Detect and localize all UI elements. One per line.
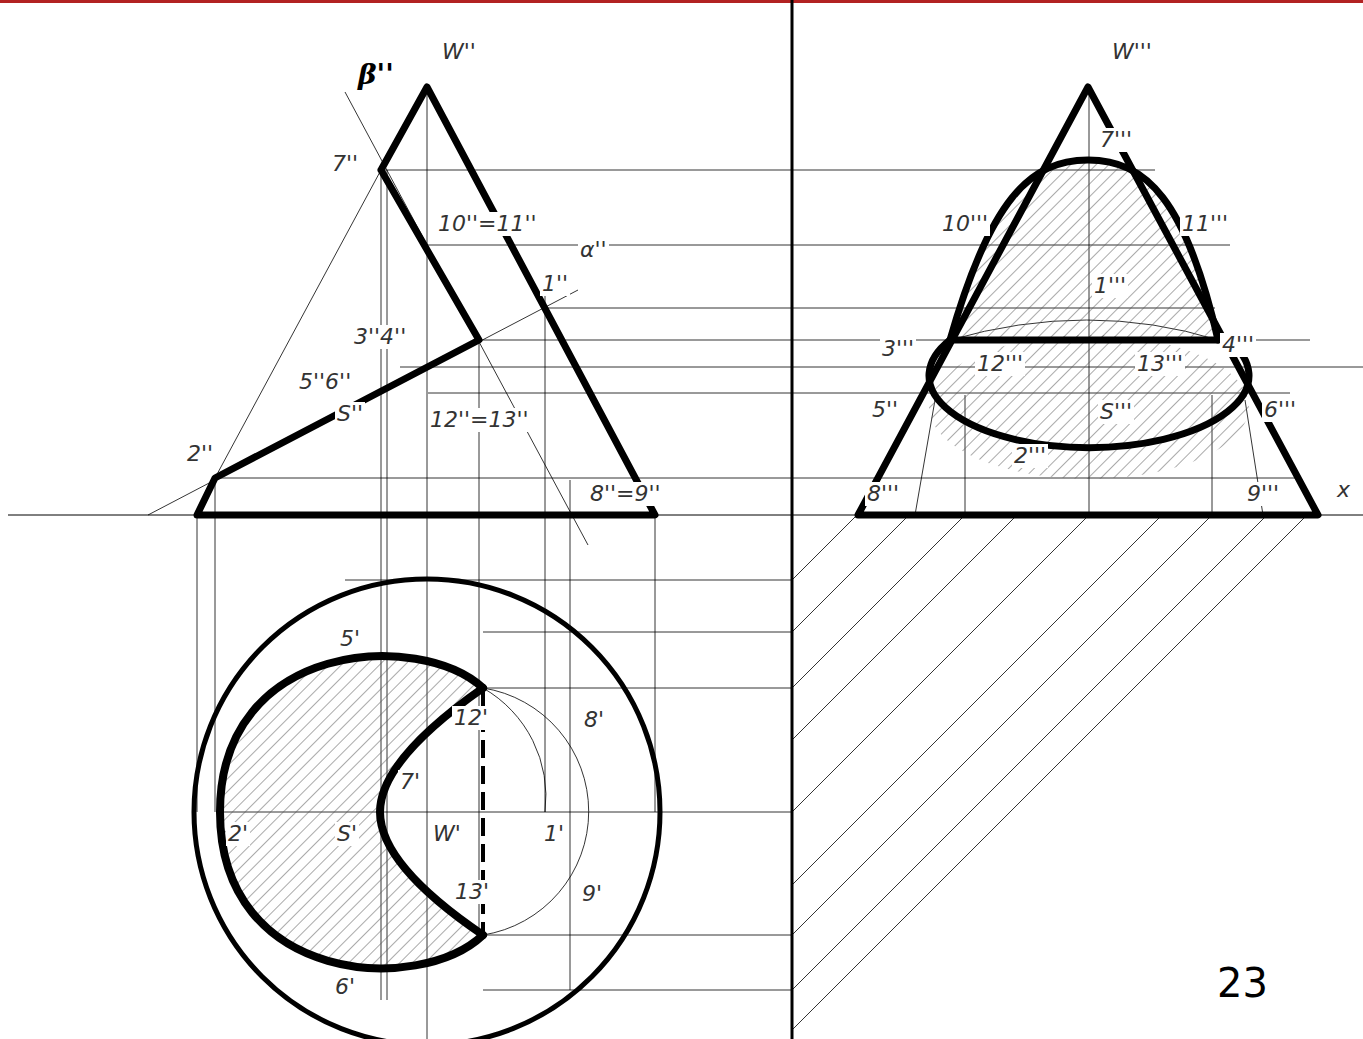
point-label: β'' <box>356 60 396 90</box>
point-label: 8''' <box>865 482 901 506</box>
point-label: W''' <box>1110 40 1154 64</box>
point-label: 7'' <box>330 152 360 176</box>
page-number: 23 <box>1215 962 1270 1004</box>
point-label: 5'' <box>870 398 900 422</box>
point-label: W'' <box>440 40 478 64</box>
point-label: W' <box>431 822 463 846</box>
point-label: 12''' <box>975 352 1025 376</box>
point-label: 13' <box>453 880 491 904</box>
point-label: 2' <box>226 822 250 846</box>
point-label: 7' <box>398 770 422 794</box>
point-label: 1' <box>542 822 566 846</box>
point-label: 11''' <box>1180 212 1230 236</box>
point-label: S''' <box>1098 400 1134 424</box>
point-label: 5' <box>338 627 362 651</box>
point-label: 10''=11'' <box>436 212 539 236</box>
point-label: 12' <box>452 706 490 730</box>
point-label: 8' <box>582 708 606 732</box>
point-label: 9''' <box>1245 482 1281 506</box>
point-label: 6' <box>333 975 357 999</box>
point-label: 5''6'' <box>297 370 353 394</box>
point-label: 2'' <box>185 442 215 466</box>
point-label: 12''=13'' <box>428 408 531 432</box>
point-label: 3''' <box>880 337 916 361</box>
point-label: 9' <box>580 882 604 906</box>
point-label: α'' <box>578 238 609 262</box>
point-label: S'' <box>335 402 365 426</box>
point-label: 3''4'' <box>352 325 408 349</box>
point-label: 2''' <box>1012 444 1048 468</box>
point-label: 6''' <box>1262 398 1298 422</box>
point-label: 13''' <box>1135 352 1185 376</box>
point-label: S' <box>335 822 359 846</box>
point-label: 8''=9'' <box>588 482 663 506</box>
point-label: 7''' <box>1098 128 1134 152</box>
point-label: x <box>1335 478 1352 502</box>
point-label: 4''' <box>1220 333 1256 357</box>
point-label: 1''' <box>1092 274 1128 298</box>
point-label: 1'' <box>540 272 570 296</box>
point-label: 10''' <box>940 212 990 236</box>
